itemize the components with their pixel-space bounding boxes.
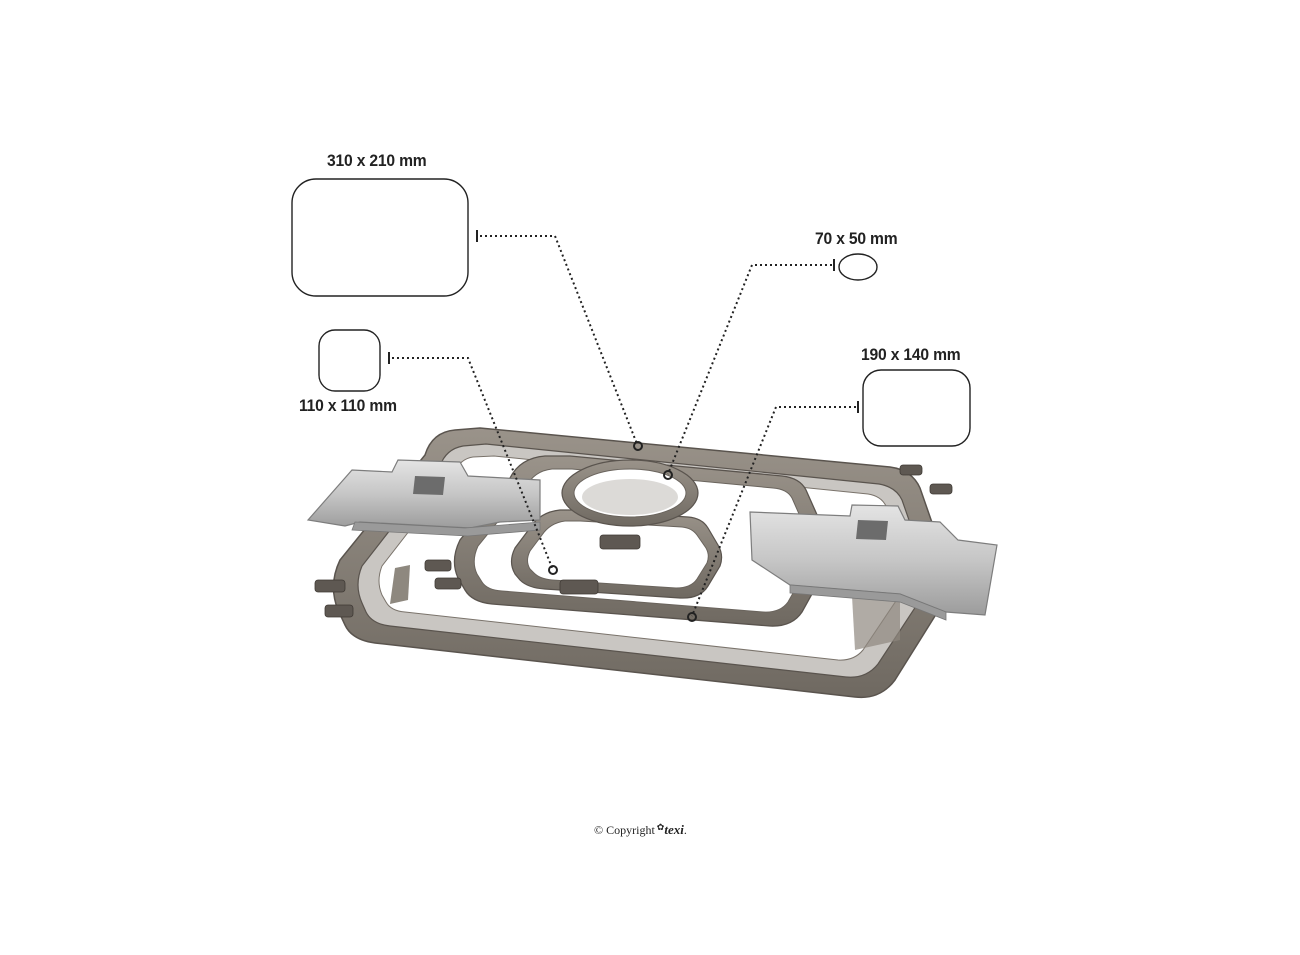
hoop-frame-small <box>510 509 723 599</box>
size-label-70x50: 70 x 50 mm <box>815 229 898 248</box>
hoop-frame-oval <box>561 459 699 527</box>
size-shape-190x140 <box>862 369 971 447</box>
leader-end-circles <box>548 441 697 622</box>
leader-lines <box>392 235 856 617</box>
leader-end-ticks <box>388 230 859 413</box>
brand-name: texi <box>664 822 684 837</box>
size-label-310x210: 310 x 210 mm <box>327 151 427 170</box>
brand-suffix: . <box>683 823 687 837</box>
size-shape-110x110 <box>318 329 381 392</box>
flower-icon: ✿ <box>656 822 665 832</box>
copyright-prefix: © Copyright <box>594 823 655 837</box>
metal-bracket-left <box>306 459 541 537</box>
leader-line-190x140 <box>691 406 856 617</box>
size-label-110x110: 110 x 110 mm <box>299 396 397 415</box>
copyright-notice: © Copyright✿texi. <box>594 822 687 838</box>
leader-line-110x110 <box>392 357 554 571</box>
leader-line-310x210 <box>480 235 638 445</box>
size-shape-310x210 <box>291 178 469 297</box>
leader-line-70x50 <box>667 264 832 475</box>
hoop-clamp-screws <box>314 464 953 618</box>
size-shape-70x50 <box>838 253 878 281</box>
size-label-190x140: 190 x 140 mm <box>861 345 961 364</box>
metal-bracket-right <box>749 504 998 621</box>
